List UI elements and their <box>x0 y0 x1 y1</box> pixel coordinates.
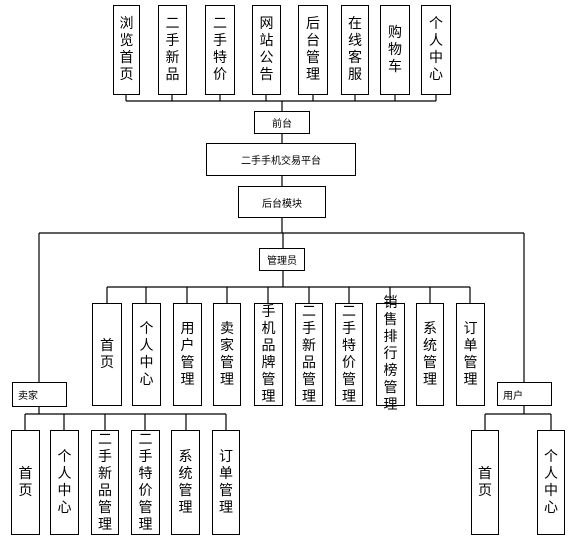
node-seller-module: 二手新品管理 <box>91 430 119 535</box>
node-label: 个人中心 <box>57 448 72 516</box>
node-front-module: 后台管理 <box>298 5 328 95</box>
node-label: 首页 <box>478 465 492 499</box>
node-front-module: 购物车 <box>380 5 410 95</box>
node-label: 二手手机交易平台 <box>241 156 321 167</box>
node-label: 用户 <box>503 390 523 402</box>
node-label: 个人中心 <box>429 16 443 83</box>
node-label: 二手新品管理 <box>98 431 112 533</box>
node-front-module: 网站公告 <box>252 5 281 95</box>
node-admin-module: 手机品牌管理 <box>254 303 283 406</box>
node-front: 前台 <box>254 111 310 134</box>
node-user: 用户 <box>497 382 552 406</box>
node-admin-module: 个人中心 <box>132 303 161 406</box>
node-seller-module: 个人中心 <box>50 430 79 535</box>
node-label: 手机品牌管理 <box>261 303 276 405</box>
node-label: 系统管理 <box>178 448 193 516</box>
node-admin-module: 用户管理 <box>173 303 202 406</box>
node-label: 二手特价 <box>213 16 227 83</box>
node-front-module: 二手新品 <box>158 5 187 95</box>
node-front-module: 个人中心 <box>421 5 451 95</box>
node-admin-module: 二手特价管理 <box>335 303 363 406</box>
node-label: 管理员 <box>267 256 297 267</box>
node-label: 网站公告 <box>259 16 274 83</box>
node-front-module: 浏览首页 <box>113 5 140 95</box>
node-seller-module: 首页 <box>11 430 40 535</box>
node-label: 个人中心 <box>544 448 558 516</box>
node-label: 二手特价管理 <box>342 303 356 405</box>
node-admin-module: 订单管理 <box>456 303 485 406</box>
node-admin-module: 卖家管理 <box>213 303 241 406</box>
node-admin-module: 二手新品管理 <box>295 303 323 406</box>
node-label: 前台 <box>272 119 292 130</box>
node-front-module: 在线客服 <box>341 5 369 95</box>
node-label: 用户管理 <box>180 320 195 388</box>
node-label: 二手新品 <box>165 16 180 83</box>
node-label: 销售排行榜管理 <box>383 295 398 413</box>
node-label: 在线客服 <box>348 16 362 83</box>
node-label: 首页 <box>18 465 33 499</box>
node-label: 个人中心 <box>139 320 154 388</box>
node-label: 订单管理 <box>219 448 233 516</box>
node-label: 后台模块 <box>262 198 302 210</box>
node-label: 二手新品管理 <box>302 303 316 405</box>
node-label: 订单管理 <box>463 320 478 388</box>
node-label: 后台管理 <box>306 16 320 83</box>
node-seller-module: 系统管理 <box>171 430 200 535</box>
node-label: 二手特价管理 <box>138 431 153 533</box>
node-admin: 管理员 <box>259 248 305 271</box>
node-backend: 后台模块 <box>238 186 326 218</box>
node-label: 购物车 <box>388 24 402 75</box>
node-root: 二手手机交易平台 <box>206 143 356 176</box>
node-admin-module: 首页 <box>92 303 122 406</box>
node-user-module: 个人中心 <box>537 430 565 535</box>
node-front-module: 二手特价 <box>205 5 235 95</box>
node-seller-module: 订单管理 <box>212 430 240 535</box>
node-seller-module: 二手特价管理 <box>131 430 160 535</box>
node-label: 卖家管理 <box>220 320 234 388</box>
node-label: 系统管理 <box>423 320 437 388</box>
node-label: 首页 <box>100 337 114 371</box>
node-admin-module: 销售排行榜管理 <box>376 295 405 413</box>
node-label: 卖家 <box>18 391 38 402</box>
node-user-module: 首页 <box>471 430 499 535</box>
node-admin-module: 系统管理 <box>416 303 444 406</box>
node-seller: 卖家 <box>12 382 67 407</box>
node-label: 浏览首页 <box>119 16 134 83</box>
